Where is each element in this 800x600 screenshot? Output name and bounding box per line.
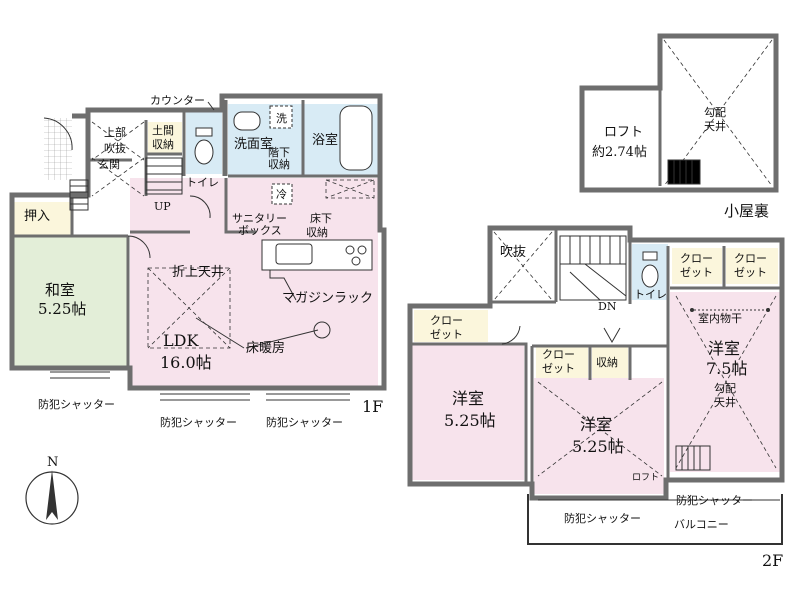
- compass-north: N: [47, 455, 58, 470]
- attic-slope-line2: 天井: [704, 119, 726, 133]
- yoshitsu-c-slope-line1: 勾配: [714, 382, 736, 395]
- genkan-line1: 上部: [104, 125, 126, 139]
- yoshitsu-b-name: 洋室: [580, 415, 612, 434]
- yoshitsu-a-name: 洋室: [452, 389, 484, 408]
- toilet-bowl-1f: [194, 139, 214, 165]
- bath-label: 浴室: [312, 132, 338, 148]
- ldk-size: 16.0帖: [160, 353, 212, 372]
- closet-c1: [672, 248, 722, 284]
- attic-slope-line1: 勾配: [704, 106, 726, 119]
- underfloor-line1: 床下: [310, 211, 332, 225]
- closet-a: [414, 310, 488, 342]
- closet-b-line2: ゼット: [542, 362, 575, 375]
- second-floor-plan: 吹抜 DN トイレ クロー ゼット クロー ゼット 収納 クロー ゼット クロー…: [407, 225, 785, 570]
- yoshitsu-c-slope-line2: 天井: [714, 395, 736, 409]
- genkan-line2: 吹抜: [104, 141, 126, 155]
- counter-note: カウンター: [150, 94, 205, 107]
- bathtub: [339, 105, 373, 171]
- yoshitsu-a-size: 5.25帖: [444, 411, 496, 430]
- fukinuke-label: 吹抜: [500, 244, 526, 260]
- closet-a-line1: クロー: [430, 314, 463, 327]
- orijoten-note: 折上天井: [172, 265, 224, 280]
- yoshitsu-a: [412, 344, 524, 480]
- yoshitsu-c-name: 洋室: [708, 339, 740, 358]
- sanitary-line2: ボックス: [238, 224, 282, 237]
- wash-basin: [233, 111, 261, 131]
- shutter-1f-left: 防犯シャッター: [38, 397, 115, 411]
- oshiire-label: 押入: [24, 209, 50, 224]
- stove: [345, 245, 367, 266]
- shutter-2f-left: 防犯シャッター: [564, 511, 641, 525]
- oshiire: [12, 202, 72, 236]
- sanitary-line1: サニタリー: [232, 212, 287, 225]
- yoshitsu-c-size: 7.5帖: [706, 359, 747, 378]
- closet-b-line1: クロー: [542, 348, 575, 361]
- floor-label-attic: 小屋裏: [724, 202, 769, 220]
- attic-plan: ロフト 約2.74帖 勾配 天井 小屋裏: [579, 33, 779, 220]
- up-label: UP: [154, 200, 171, 213]
- washitsu-room: [12, 236, 128, 366]
- sink: [275, 243, 313, 265]
- ldk-name: LDK: [163, 331, 199, 350]
- attic-loft-size: 約2.74帖: [592, 145, 647, 160]
- fridge: [271, 183, 293, 205]
- stair-storage-line2: 収納: [268, 158, 290, 171]
- underfloor-line2: 収納: [306, 226, 328, 239]
- yoshitsu-b-size: 5.25帖: [572, 437, 624, 456]
- doma-line1: 土間: [152, 124, 174, 137]
- compass: N: [25, 455, 79, 525]
- north-arrow-icon: [46, 470, 58, 520]
- closet-c1-line1: クロー: [680, 252, 713, 265]
- doma-line2: 収納: [152, 138, 174, 151]
- closet-c2-line1: クロー: [734, 252, 767, 265]
- toilet-bowl-2f: [641, 264, 659, 288]
- walls-1f: [9, 93, 387, 391]
- toilet-1f-label: トイレ: [186, 176, 219, 189]
- closet-a-line2: ゼット: [430, 328, 463, 341]
- stair-storage-line1: 階下: [268, 145, 290, 159]
- floor-heating-note: 床暖房: [246, 340, 285, 356]
- shutter-2f-right: 防犯シャッター: [676, 493, 753, 507]
- storage-b: [592, 346, 628, 378]
- first-floor-plan: 和室 5.25帖 押入 LDK 16.0帖 上部 吹抜 玄関 土間 収納 UP …: [9, 93, 387, 429]
- closet-c1-line2: ゼット: [680, 266, 713, 279]
- balcony-label: バルコニー: [674, 518, 729, 531]
- closet-c2-line2: ゼット: [734, 266, 767, 279]
- storage-b-label: 収納: [596, 356, 618, 369]
- toilet-2f-label: トイレ: [634, 288, 667, 301]
- washitsu-name: 和室: [45, 281, 75, 299]
- dn-label: DN: [598, 300, 617, 313]
- washer-label: 洗: [276, 112, 287, 125]
- floor-label-1f: 1F: [362, 397, 383, 416]
- kitchen-counter: [261, 239, 373, 271]
- closet-c2: [726, 248, 778, 284]
- washitsu-size: 5.25帖: [38, 300, 86, 318]
- floor-label-2f: 2F: [762, 551, 783, 570]
- shutter-1f-mid: 防犯シャッター: [160, 415, 237, 429]
- genkan-line3: 玄関: [98, 157, 120, 171]
- shutter-1f-right: 防犯シャッター: [266, 415, 343, 429]
- loft-small-label: ロフト: [632, 473, 659, 483]
- magazine-rack-note: マガジンラック: [282, 291, 373, 306]
- senmen-label: 洗面室: [234, 136, 273, 152]
- yoshitsu-c: [670, 292, 780, 472]
- doma-storage: [148, 122, 182, 154]
- indoor-dry-label: 室内物干: [698, 311, 742, 325]
- balcony-rail: [527, 494, 783, 545]
- floor-heating-mark: [313, 321, 331, 339]
- fridge-label: 冷: [276, 188, 287, 201]
- closet-b: [536, 346, 588, 378]
- attic-loft-name: ロフト: [604, 125, 643, 140]
- porch-tile: [44, 118, 72, 180]
- washing-machine: [269, 105, 293, 129]
